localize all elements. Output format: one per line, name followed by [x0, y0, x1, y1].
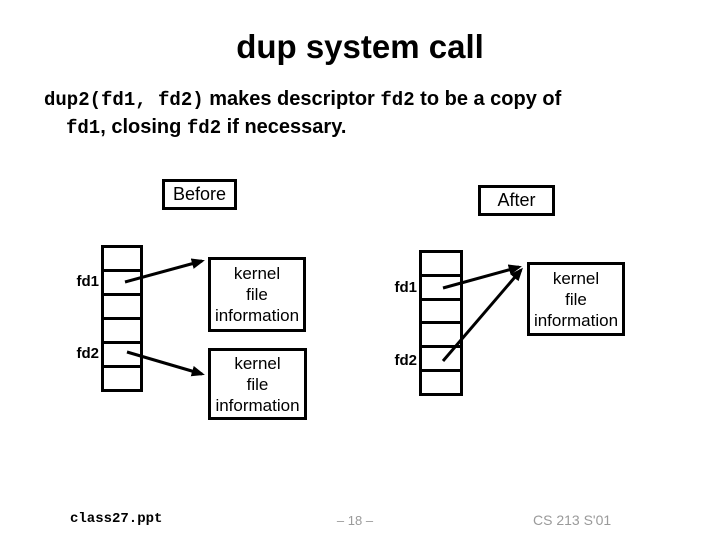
fd-table-cell-fd1 [422, 277, 460, 301]
body-line-2: fd1, closing fd2 if necessary. [44, 114, 694, 142]
fd-table-cell [422, 324, 460, 349]
kernel-box-line: kernel [234, 353, 281, 373]
code-fd1: fd1 [66, 117, 101, 139]
fd-table-cell [422, 372, 460, 393]
kernel-box-line: information [214, 306, 300, 325]
fd2-label-before: fd2 [76, 345, 100, 362]
before-label-box: Before [162, 179, 237, 210]
code-fd2: fd2 [380, 89, 415, 111]
kernel-box-line: kernel [552, 268, 600, 288]
fd-table-cell [104, 368, 140, 389]
kernel-box-line: information [533, 310, 619, 330]
fd-table-cell-fd1 [104, 272, 140, 296]
fd-table-cell [104, 320, 140, 344]
fd-table-cell-fd2 [104, 344, 140, 368]
kernel-file-info-box-after: kernel file information [527, 262, 625, 336]
after-label: After [497, 190, 536, 210]
kernel-box-line: information [215, 395, 300, 415]
kernel-box-line: kernel [233, 264, 281, 283]
kernel-box-line: file [565, 289, 587, 309]
body-text: dup2(fd1, fd2) makes descriptor fd2 to b… [44, 86, 694, 142]
before-label: Before [172, 184, 227, 204]
kernel-file-info-box-before-2: kernel file information [208, 348, 307, 420]
prose-segment: makes descriptor [203, 88, 381, 110]
fd-table-cell [104, 296, 140, 320]
kernel-box-line: file [246, 285, 268, 304]
prose-segment: if necessary. [221, 116, 347, 138]
footer-filename: class27.ppt [70, 511, 163, 527]
kernel-file-info-box-before-1: kernel file information [208, 257, 306, 332]
body-line-1: dup2(fd1, fd2) makes descriptor fd2 to b… [44, 86, 694, 114]
fd1-label-after: fd1 [394, 279, 418, 296]
fd-table-cell [104, 248, 140, 272]
fd2-label-after: fd2 [394, 352, 418, 369]
fd-table-cell-fd2 [422, 348, 460, 373]
prose-segment: to be a copy of [414, 88, 562, 110]
footer-page-number: – 18 – [336, 513, 374, 528]
fd-table-cell [422, 301, 460, 325]
fd-table-after [419, 250, 463, 396]
footer-course-label: CS 213 S'01 [533, 512, 612, 528]
code-fd2: fd2 [186, 117, 222, 139]
fd-table-cell [422, 253, 460, 277]
fd-table-before [101, 245, 143, 392]
kernel-box-line: file [246, 374, 269, 394]
after-label-box: After [478, 185, 555, 216]
prose-segment: , closing [100, 116, 187, 138]
fd1-label-before: fd1 [76, 273, 100, 290]
slide-title: dup system call [236, 28, 484, 65]
code-dup2-call: dup2(fd1, fd2) [44, 89, 204, 111]
